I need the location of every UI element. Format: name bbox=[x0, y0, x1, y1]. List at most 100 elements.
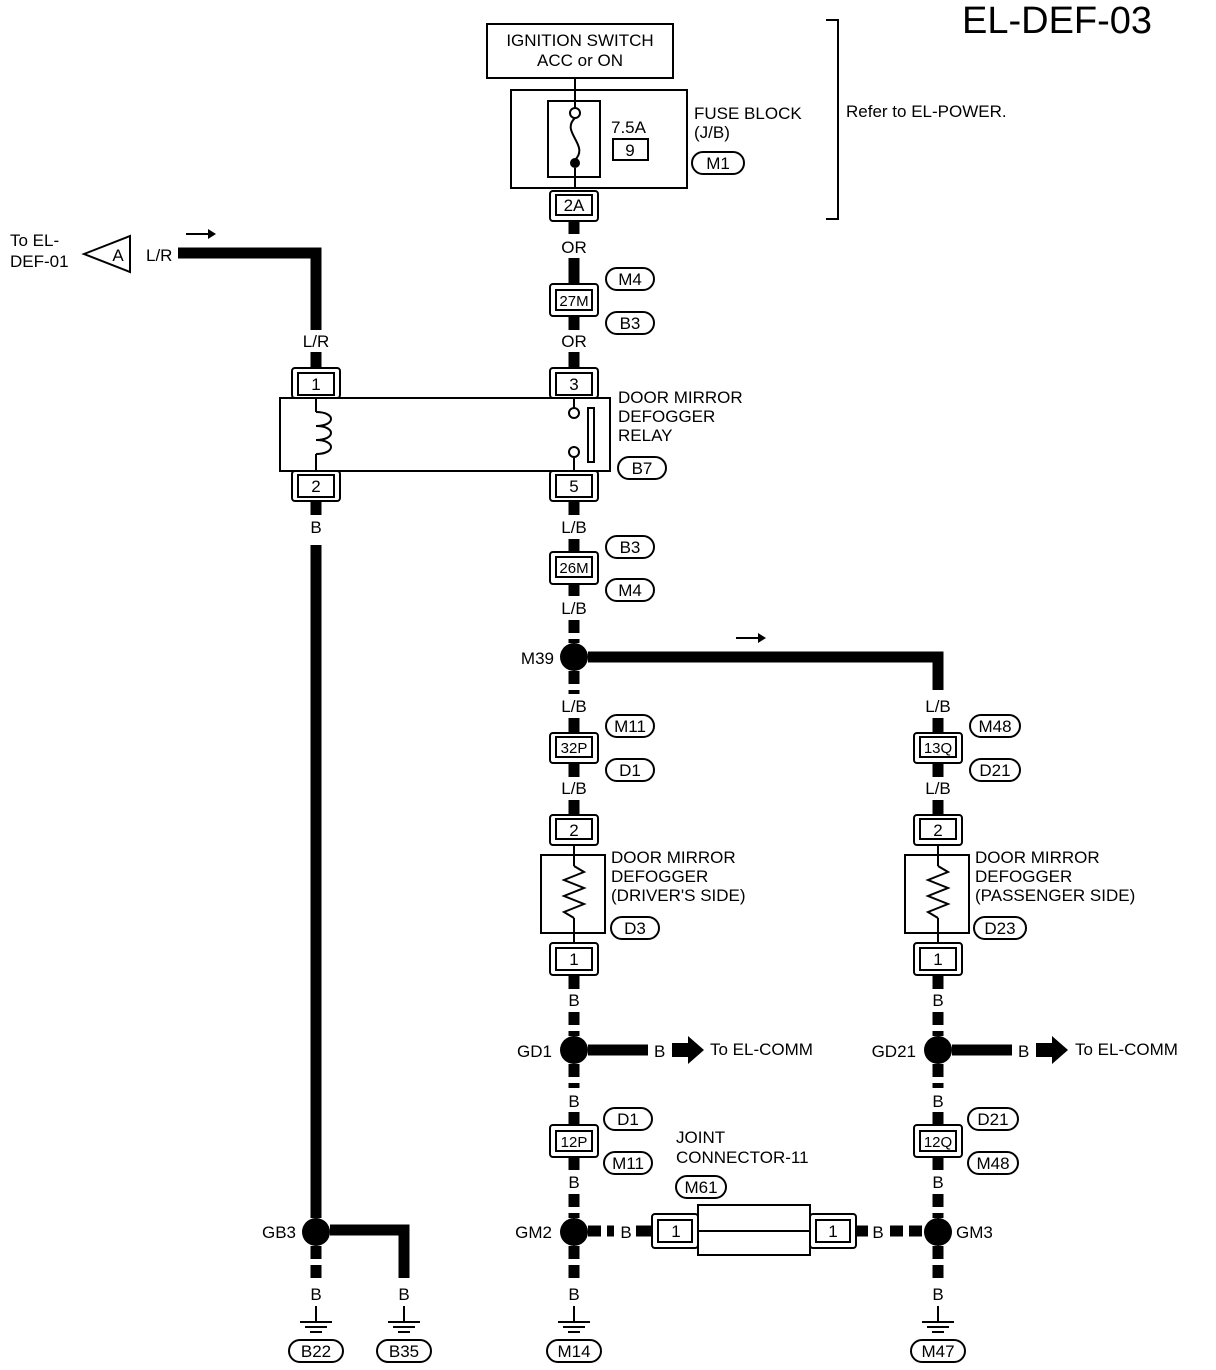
splice-gm2 bbox=[560, 1218, 588, 1246]
wire-lb-5: L/B bbox=[925, 697, 951, 716]
driver-pin-2: 2 bbox=[569, 821, 578, 840]
wire-b-d2: B bbox=[568, 1092, 579, 1111]
wire-b-p3: B bbox=[932, 1173, 943, 1192]
wire-b-m47: B bbox=[932, 1285, 943, 1304]
passenger-pin-2: 2 bbox=[933, 821, 942, 840]
wire-b-gd21: B bbox=[1018, 1042, 1029, 1061]
wire-b-relay: B bbox=[310, 518, 321, 537]
relay-switch-icon bbox=[587, 407, 595, 463]
splice-gd21 bbox=[924, 1036, 952, 1064]
driver-pin-1: 1 bbox=[569, 950, 578, 969]
wire-b-p1: B bbox=[932, 991, 943, 1010]
splice-gd21-label: GD21 bbox=[872, 1042, 916, 1061]
heater-element-icon bbox=[925, 865, 951, 919]
wire-b-m14: B bbox=[568, 1285, 579, 1304]
wire-lb-3: L/B bbox=[561, 697, 587, 716]
page-id: EL-DEF-03 bbox=[962, 0, 1152, 42]
connector-d1-upper: D1 bbox=[619, 761, 641, 780]
relay-pin-1: 1 bbox=[311, 375, 320, 394]
to-def01-line1: To EL- bbox=[10, 231, 59, 250]
connector-12p: 12P bbox=[561, 1134, 588, 1151]
ignition-switch-label: IGNITION SWITCH bbox=[506, 31, 653, 50]
wire-b-b22: B bbox=[310, 1285, 321, 1304]
ground-m14: M14 bbox=[557, 1342, 590, 1361]
splice-gd1 bbox=[560, 1036, 588, 1064]
splice-gd1-label: GD1 bbox=[517, 1042, 552, 1061]
wire-lr-relay: L/R bbox=[303, 332, 329, 351]
connector-d21-lower: D21 bbox=[977, 1110, 1008, 1129]
to-comm-driver: To EL-COMM bbox=[710, 1040, 813, 1059]
wire-lb-1: L/B bbox=[561, 518, 587, 537]
joint-pin-right: 1 bbox=[828, 1222, 837, 1241]
wire-b-p2: B bbox=[932, 1092, 943, 1111]
relay-coil-icon bbox=[315, 411, 332, 455]
to-comm-passenger: To EL-COMM bbox=[1075, 1040, 1178, 1059]
fuse-amperage: 7.5A bbox=[611, 118, 647, 137]
driver-defogger-connector: D3 bbox=[624, 919, 646, 938]
ground-b35: B35 bbox=[389, 1342, 419, 1361]
relay-label-1: DOOR MIRROR bbox=[618, 388, 743, 407]
wire-or-lower: OR bbox=[561, 332, 587, 351]
arrow-right-icon bbox=[672, 1036, 704, 1064]
fuse-block-jb: (J/B) bbox=[694, 123, 730, 142]
ignition-switch-state: ACC or ON bbox=[537, 51, 623, 70]
ground-icon bbox=[922, 1321, 954, 1333]
ground-m47: M47 bbox=[921, 1342, 954, 1361]
splice-gb3 bbox=[302, 1218, 330, 1246]
wire-b-gd1: B bbox=[654, 1042, 665, 1061]
connector-32p: 32P bbox=[561, 740, 588, 757]
relay-label-2: DEFOGGER bbox=[618, 407, 715, 426]
relay-connector: B7 bbox=[632, 459, 653, 478]
splice-gm2-label: GM2 bbox=[515, 1223, 552, 1242]
connector-d1-lower: D1 bbox=[617, 1110, 639, 1129]
connector-a-arrow bbox=[81, 234, 131, 274]
passenger-defogger-label-3: (PASSENGER SIDE) bbox=[975, 886, 1135, 905]
arrow-right-icon bbox=[1036, 1036, 1068, 1064]
connector-d21-upper: D21 bbox=[979, 761, 1010, 780]
connector-m4-upper: M4 bbox=[618, 270, 642, 289]
relay-label-3: RELAY bbox=[618, 426, 673, 445]
splice-m39 bbox=[560, 643, 588, 671]
splice-gb3-label: GB3 bbox=[262, 1223, 296, 1242]
connector-m11-upper: M11 bbox=[614, 717, 646, 736]
joint-label-1: JOINT bbox=[676, 1128, 725, 1147]
ignition-switch-box bbox=[486, 23, 674, 79]
ground-icon bbox=[300, 1321, 332, 1333]
ground-icon bbox=[558, 1321, 590, 1333]
wire-b-d3: B bbox=[568, 1173, 579, 1192]
connector-m4-lower: M4 bbox=[618, 581, 642, 600]
relay-pin-3: 3 bbox=[569, 375, 578, 394]
wire-b-d1: B bbox=[568, 991, 579, 1010]
to-def01-line2: DEF-01 bbox=[10, 252, 69, 271]
connector-m11-lower: M11 bbox=[612, 1154, 644, 1173]
driver-defogger-label-2: DEFOGGER bbox=[611, 867, 708, 886]
connector-b3-lower: B3 bbox=[620, 538, 641, 557]
driver-defogger-label-1: DOOR MIRROR bbox=[611, 848, 736, 867]
wire-lb-6: L/B bbox=[925, 779, 951, 798]
joint-label-2: CONNECTOR-11 bbox=[676, 1148, 809, 1167]
heater-element-icon bbox=[561, 865, 587, 919]
connector-27m: 27M bbox=[559, 293, 588, 310]
relay-pin-2: 2 bbox=[311, 477, 320, 496]
connector-26m: 26M bbox=[559, 560, 588, 577]
wire-lb-2: L/B bbox=[561, 599, 587, 618]
joint-pin-left: 1 bbox=[671, 1222, 680, 1241]
fuse-block-label: FUSE BLOCK bbox=[694, 104, 802, 123]
passenger-pin-1: 1 bbox=[933, 950, 942, 969]
wire-b-gm2: B bbox=[620, 1223, 631, 1242]
splice-gm3-label: GM3 bbox=[956, 1223, 993, 1242]
connector-b3-upper: B3 bbox=[620, 314, 641, 333]
connector-m48-lower: M48 bbox=[976, 1154, 1009, 1173]
connector-a-tag: A bbox=[112, 246, 124, 265]
splice-m39-label: M39 bbox=[521, 649, 554, 668]
refer-text: Refer to EL-POWER. bbox=[846, 102, 1007, 121]
ground-icon bbox=[388, 1321, 420, 1333]
wire-or-upper: OR bbox=[561, 238, 587, 257]
relay-pin-5: 5 bbox=[569, 477, 578, 496]
connector-m48-upper: M48 bbox=[978, 717, 1011, 736]
passenger-defogger-label-1: DOOR MIRROR bbox=[975, 848, 1100, 867]
ground-b22: B22 bbox=[301, 1342, 331, 1361]
connector-13q: 13Q bbox=[924, 740, 952, 757]
fuse-terminal-2a: 2A bbox=[564, 196, 585, 215]
